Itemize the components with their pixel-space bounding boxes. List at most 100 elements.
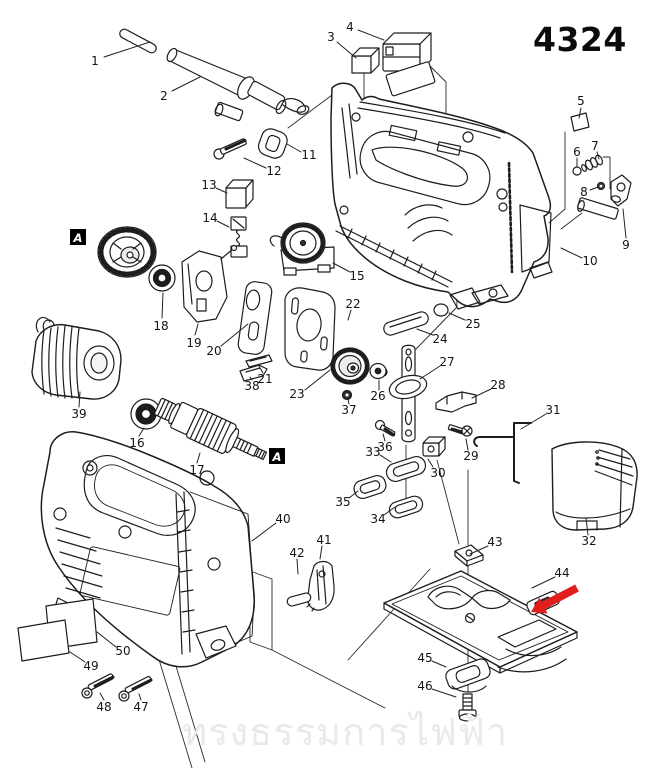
part-label-9: 9: [622, 238, 630, 252]
part-24-slide-rod: [383, 311, 429, 336]
part-label-46: 46: [417, 679, 432, 693]
leader-line-part-11: [286, 143, 302, 153]
section-badge-label-1: A: [272, 450, 282, 464]
part-41-lever: [304, 560, 335, 612]
leader-line-part-2: [171, 76, 201, 92]
leader-line-part-21: [258, 365, 264, 374]
part-7-spring: [581, 154, 604, 172]
part-label-39: 39: [71, 407, 86, 421]
part-label-2: 2: [160, 89, 168, 103]
part-4-switch: [382, 32, 436, 97]
leader-line-part-29: [465, 438, 469, 451]
part-35-plate: [353, 474, 387, 500]
part-28-lever: [435, 391, 477, 413]
leader-line-part-16: [138, 427, 145, 437]
part-45-clamp: [445, 658, 491, 693]
leader-line-part-31: [520, 413, 547, 430]
part-48-screw: [81, 673, 115, 699]
part-label-18: 18: [153, 319, 168, 333]
part-label-36: 36: [377, 440, 392, 454]
part-3-switch-block: [351, 47, 380, 74]
part-9-shaft-lever: [577, 174, 632, 220]
section-badge-label-0: A: [73, 231, 83, 245]
part-label-41: 41: [316, 533, 331, 547]
part-37-nut: [341, 389, 353, 401]
part-label-33: 33: [365, 445, 380, 459]
part-label-26: 26: [370, 389, 385, 403]
part-15-balancer-assembly: [269, 222, 335, 276]
part-27-slider: [388, 344, 428, 443]
leader-line-part-42: [296, 558, 299, 575]
part-label-12: 12: [266, 164, 281, 178]
leader-line-part-37: [347, 398, 350, 405]
leader-line-part-39: [78, 391, 81, 408]
part-label-6: 6: [573, 145, 581, 159]
part-label-50: 50: [115, 644, 130, 658]
part-label-45: 45: [417, 651, 432, 665]
part-19-brush-plate: [181, 244, 238, 323]
leader-line-part-5: [578, 107, 582, 119]
part-34-plate: [388, 495, 424, 519]
part-23-gear: [330, 347, 370, 385]
leader-line-part-45: [431, 660, 447, 668]
leader-line-part-36: [382, 433, 386, 442]
part-1-rod: [119, 28, 157, 54]
leader-line-part-32: [585, 517, 589, 536]
leader-line-part-40: [251, 522, 277, 542]
leader-line-part-20: [220, 323, 249, 347]
part-label-17: 17: [189, 463, 204, 477]
part-36-screw: [374, 419, 396, 437]
part-label-23: 23: [289, 387, 304, 401]
leader-line-part-33: [379, 454, 392, 463]
part-2-cord-guard-assembly: [166, 47, 310, 122]
part-label-10: 10: [582, 254, 597, 268]
part-label-3: 3: [327, 30, 335, 44]
part-42-pin: [286, 592, 312, 607]
part-label-8: 8: [580, 185, 588, 199]
part-label-21: 21: [257, 372, 272, 386]
part-20-insulation-plate: [237, 281, 273, 355]
part-11-cord-clamp: [257, 128, 288, 159]
leader-line-part-30: [427, 458, 434, 468]
section-badge-1: [269, 448, 285, 464]
leader-line-part-24: [416, 328, 434, 336]
part-21-strip: [245, 354, 273, 368]
part-label-49: 49: [83, 659, 98, 673]
part-label-1: 1: [91, 54, 99, 68]
part-label-31: 31: [545, 403, 560, 417]
part-label-4: 4: [346, 20, 354, 34]
part-label-13: 13: [201, 178, 216, 192]
leader-line-part-15: [332, 262, 351, 273]
leader-line-part-7: [596, 151, 600, 160]
part-label-24: 24: [432, 332, 447, 346]
part-31-depth-guide-wire: [473, 422, 532, 484]
part-17-armature: [154, 397, 268, 461]
leader-line-part-14: [216, 220, 230, 228]
leader-line-part-17: [196, 452, 201, 464]
part-44-base-plate: [383, 570, 578, 674]
leader-line-part-44: [531, 576, 556, 589]
part-label-27: 27: [439, 355, 454, 369]
part-label-16: 16: [129, 436, 144, 450]
model-number-title: 4324: [533, 20, 627, 59]
part-label-14: 14: [202, 211, 217, 225]
part-10-motor-housing: [330, 82, 553, 310]
leader-line-part-19: [194, 323, 199, 336]
leader-line-part-13: [215, 187, 228, 194]
counterweight-plate: [284, 287, 336, 371]
part-label-5: 5: [577, 94, 585, 108]
part-label-7: 7: [591, 139, 599, 153]
part-39-field-stator: [31, 317, 122, 400]
watermark-text: ทรงธรรมการไฟฟ้า: [182, 710, 509, 754]
leader-line-part-25: [448, 312, 466, 321]
part-label-25: 25: [465, 317, 480, 331]
part-46-screw: [458, 693, 477, 722]
part-26-sleeve: [369, 362, 388, 380]
part-32-cover: [551, 441, 638, 531]
part-25-steel-ball: [433, 303, 449, 317]
leader-line-part-27: [419, 365, 441, 380]
leader-line-part-4: [357, 29, 385, 41]
leader-line-part-47: [138, 693, 142, 701]
gear-section-a: [97, 226, 157, 278]
